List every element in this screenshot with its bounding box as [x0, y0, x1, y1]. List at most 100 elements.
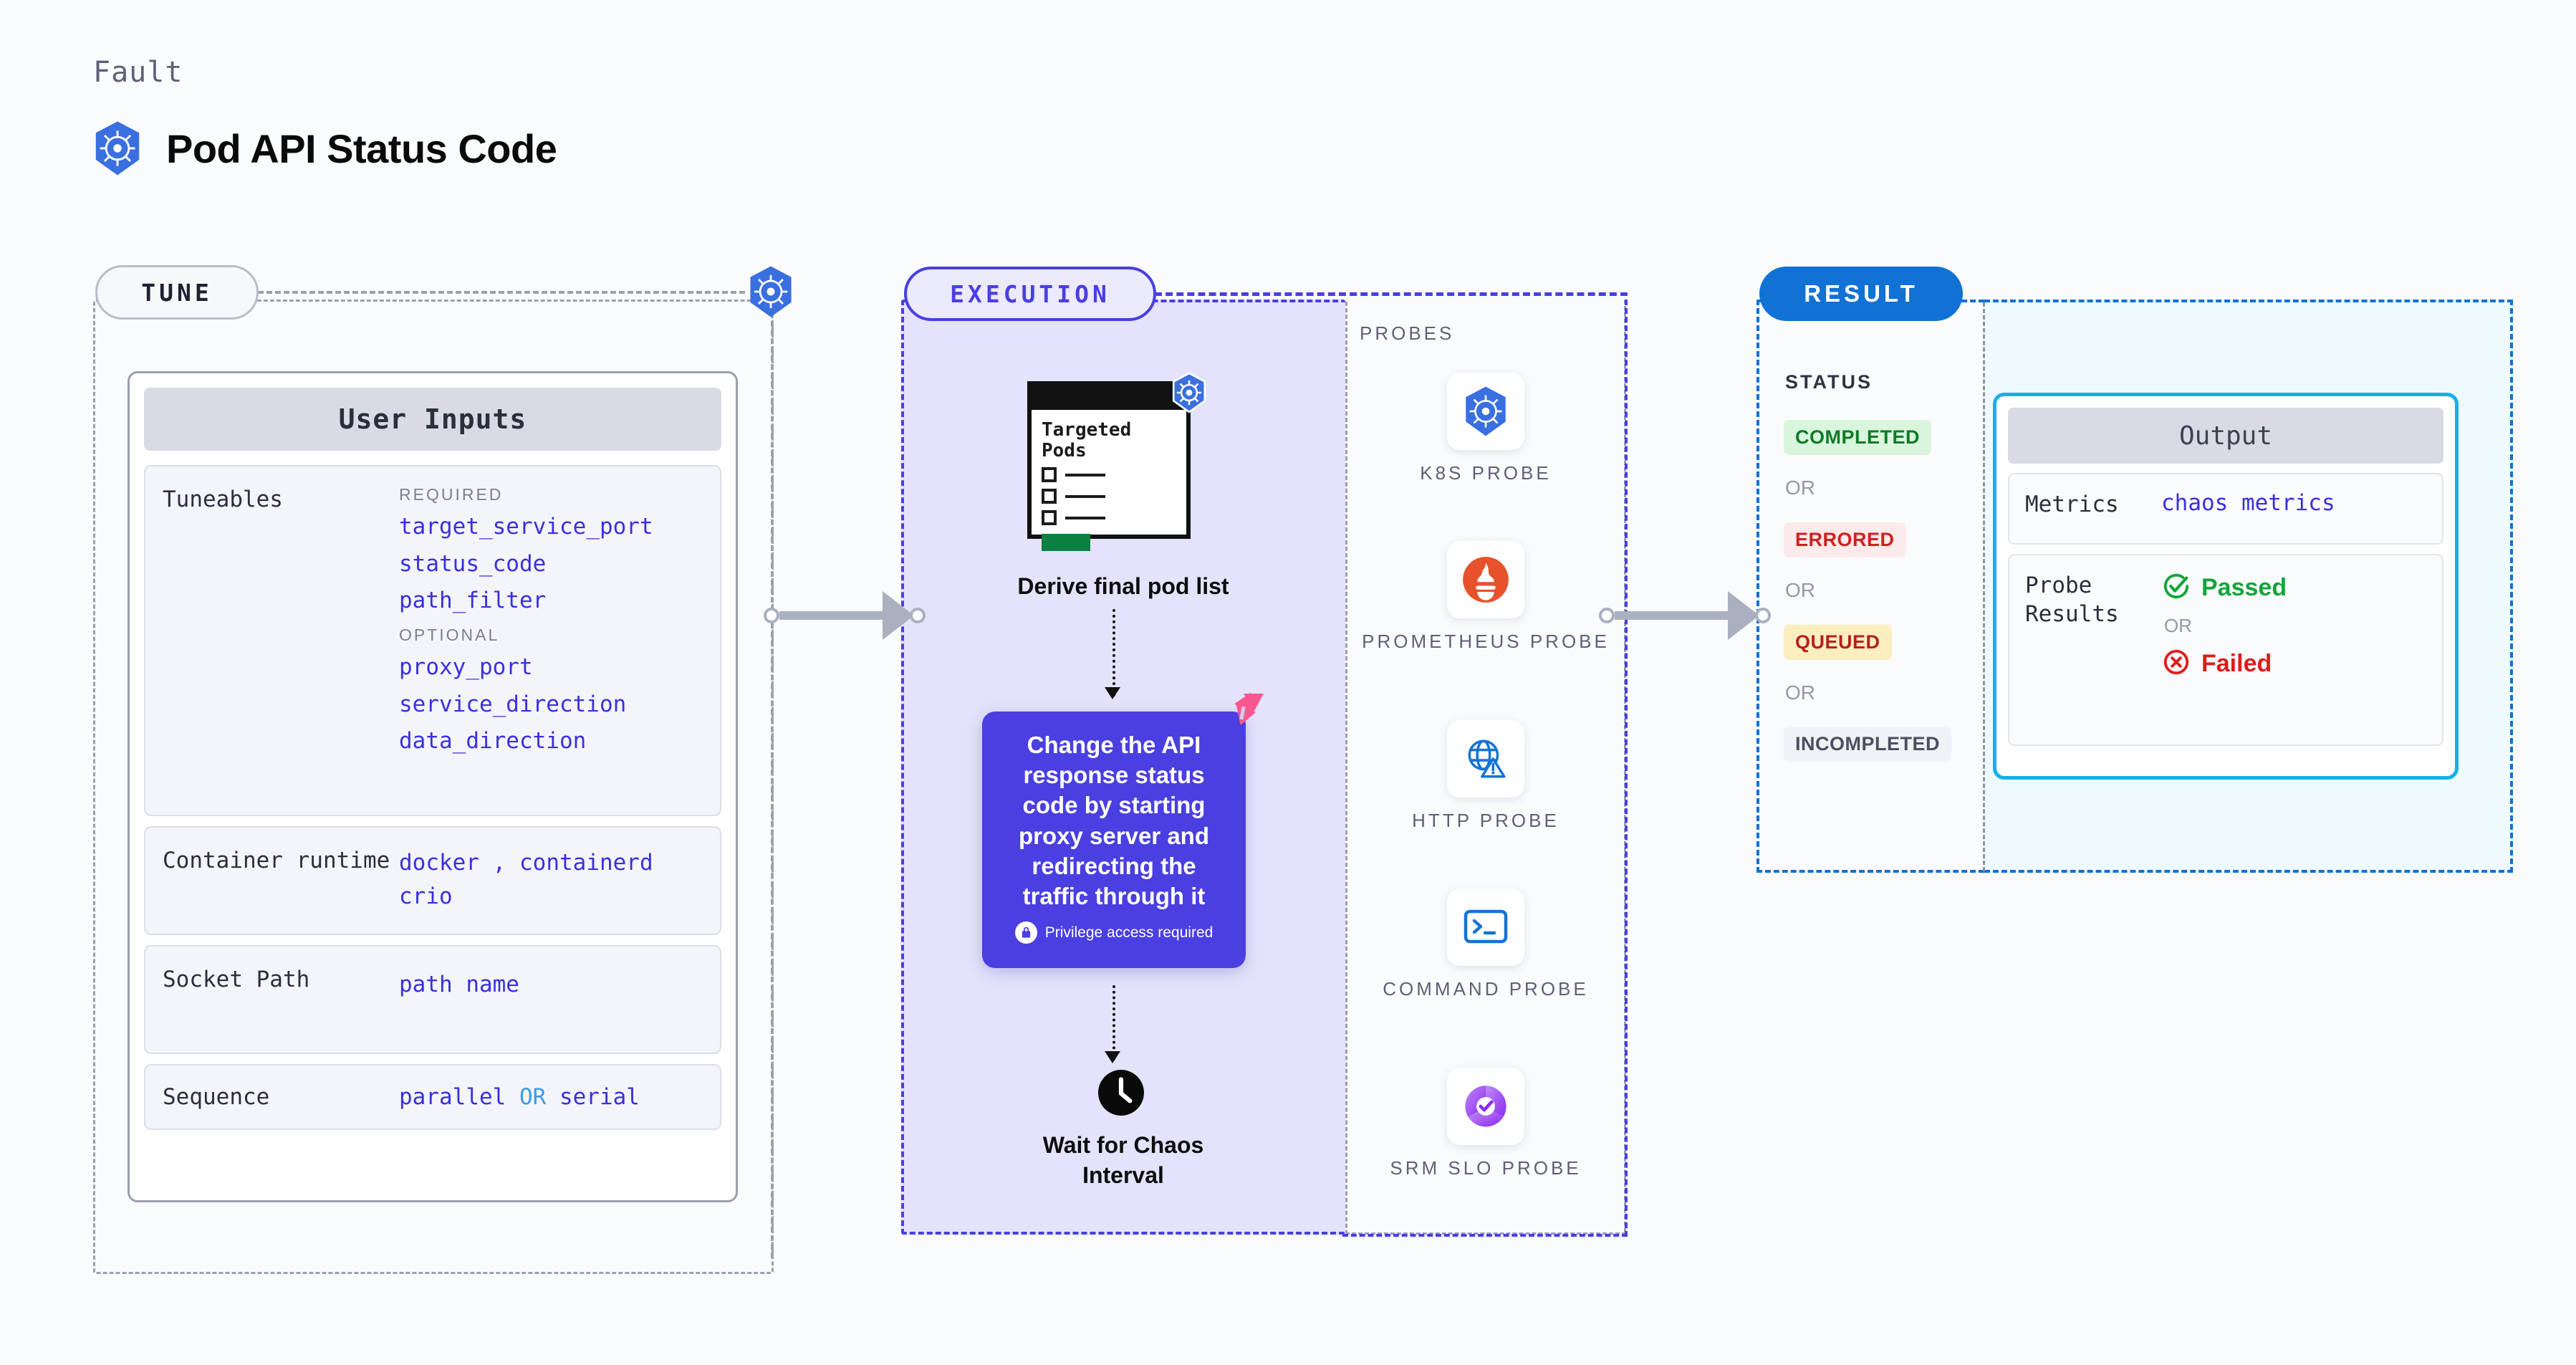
- probe-label: SRM SLO PROBE: [1390, 1157, 1582, 1179]
- pods-list-item: [1042, 510, 1176, 526]
- output-probe-results-row: Probe Results Passed OR: [2008, 554, 2443, 746]
- checkbox-icon: [1042, 510, 1057, 526]
- arrow-line: [1112, 609, 1115, 696]
- targeted-pods-card: Targeted Pods: [1027, 381, 1191, 552]
- tunable-service-direction[interactable]: service_direction: [399, 691, 627, 717]
- runtime-docker: docker: [399, 850, 479, 876]
- pods-card-titlebar: [1032, 385, 1186, 410]
- connector-line: [1615, 611, 1729, 620]
- probe-result-or: OR: [2164, 615, 2192, 636]
- execution-pill: EXECUTION: [904, 267, 1156, 321]
- output-metrics-row: Metrics chaos metrics: [2008, 473, 2443, 545]
- tunable-status-code[interactable]: status_code: [399, 550, 547, 577]
- kubernetes-icon: [1447, 373, 1524, 450]
- page-eyebrow: Fault: [93, 56, 183, 89]
- connector-execution-to-result: [1599, 591, 1771, 640]
- status-badge-incompleted: INCOMPLETED: [1784, 727, 1952, 762]
- runtime-crio: crio: [399, 883, 453, 909]
- page-header: Pod API Status Code: [92, 120, 557, 176]
- status-label: STATUS: [1785, 371, 1873, 393]
- runtime-separator: ,: [492, 850, 506, 876]
- tunable-path-filter[interactable]: path_filter: [399, 588, 547, 614]
- arrow-head: [1105, 1051, 1120, 1063]
- tunable-target-service-port[interactable]: target_service_port: [399, 514, 653, 540]
- connector-line: [779, 611, 884, 620]
- connector-dot-end: [910, 608, 926, 623]
- output-card: Output Metrics chaos metrics Probe Resul…: [1993, 393, 2459, 780]
- sequence-or: OR: [519, 1083, 547, 1110]
- output-title: Output: [2008, 408, 2443, 464]
- sequence-parallel: parallel: [399, 1083, 506, 1110]
- user-inputs-card: User Inputs Tuneables REQUIRED target_se…: [128, 371, 738, 1202]
- execution-action-card: Change the API response status code by s…: [982, 712, 1246, 968]
- socket-path-section: Socket Path path name: [144, 945, 721, 1054]
- lock-icon: [1014, 921, 1037, 944]
- probe-http[interactable]: HTTP PROBE: [1345, 720, 1626, 833]
- check-circle-icon: [2161, 571, 2191, 605]
- tune-right-rail: [771, 312, 774, 1258]
- privilege-note: Privilege access required: [1002, 921, 1226, 944]
- probe-result-passed: Passed: [2161, 571, 2287, 605]
- sequence-serial: serial: [559, 1083, 640, 1110]
- sequence-label: Sequence: [163, 1083, 270, 1110]
- prometheus-icon: [1447, 541, 1524, 618]
- probe-k8s[interactable]: K8S PROBE: [1345, 373, 1626, 486]
- pods-list-item: [1042, 467, 1176, 483]
- placeholder-line: [1065, 494, 1105, 498]
- kubernetes-icon: [92, 120, 143, 176]
- connector-arrow-head: [1728, 591, 1759, 640]
- probe-srm-slo[interactable]: SRM SLO PROBE: [1345, 1068, 1626, 1181]
- probe-label: K8S PROBE: [1420, 462, 1552, 484]
- page-title: Pod API Status Code: [166, 125, 557, 171]
- result-status-region: [1756, 300, 1984, 873]
- connector-dot-end: [1755, 608, 1771, 623]
- container-runtime-label: Container runtime: [163, 848, 390, 873]
- container-runtime-section: Container runtime docker , containerd cr…: [144, 826, 721, 935]
- connector-tune-to-execution: [764, 591, 926, 640]
- sequence-section: Sequence parallel OR serial: [144, 1064, 721, 1130]
- status-or-2: OR: [1785, 579, 1815, 601]
- probe-results-label: Probe Results: [2025, 573, 2119, 628]
- clock-icon: [1097, 1069, 1145, 1120]
- probe-label: HTTP PROBE: [1412, 810, 1559, 831]
- placeholder-line: [1065, 473, 1105, 476]
- placeholder-line: [1065, 516, 1105, 519]
- tune-top-connector: [258, 291, 745, 294]
- result-divider: [1983, 302, 1985, 871]
- status-or-3: OR: [1785, 681, 1815, 704]
- probe-prometheus[interactable]: PROMETHEUS PROBE: [1345, 541, 1626, 654]
- metrics-value: chaos metrics: [2161, 490, 2335, 516]
- connector-arrow-head: [883, 591, 914, 640]
- connector-dot-start: [1599, 608, 1615, 623]
- checkbox-icon: [1042, 467, 1057, 483]
- privilege-note-text: Privilege access required: [1044, 924, 1213, 941]
- result-pill: RESULT: [1759, 267, 1963, 321]
- kubernetes-icon: [1171, 372, 1208, 416]
- tunable-data-direction[interactable]: data_direction: [399, 728, 587, 755]
- probes-section-label: PROBES: [1360, 322, 1455, 344]
- arrow-line: [1112, 985, 1115, 1060]
- probe-command[interactable]: COMMAND PROBE: [1345, 889, 1626, 1002]
- status-or-1: OR: [1785, 476, 1815, 499]
- pods-progress-bar: [1042, 534, 1090, 552]
- required-group-label: REQUIRED: [399, 485, 504, 504]
- execution-top-connector: [1155, 292, 1628, 296]
- metrics-label: Metrics: [2025, 492, 2119, 517]
- socket-path-value: path name: [399, 972, 519, 997]
- passed-label: Passed: [2201, 574, 2287, 601]
- execution-step3-caption-line1: Wait for Chaos: [1042, 1132, 1204, 1158]
- chaos-ribbon-icon: [1222, 692, 1265, 736]
- globe-warning-icon: [1447, 720, 1524, 798]
- runtime-containerd: containerd: [519, 850, 653, 876]
- user-inputs-title: User Inputs: [144, 388, 721, 451]
- execution-step3-caption-line2: Interval: [1082, 1162, 1164, 1188]
- arrow-head: [1105, 687, 1120, 699]
- status-badge-completed: COMPLETED: [1784, 420, 1932, 455]
- tunable-proxy-port[interactable]: proxy_port: [399, 653, 533, 680]
- kubernetes-icon: [746, 265, 795, 322]
- connector-dot-start: [764, 608, 779, 623]
- pods-card-title-line1: Targeted: [1042, 419, 1132, 441]
- tune-pill: TUNE: [95, 265, 259, 320]
- pods-card-title-line2: Pods: [1042, 439, 1087, 461]
